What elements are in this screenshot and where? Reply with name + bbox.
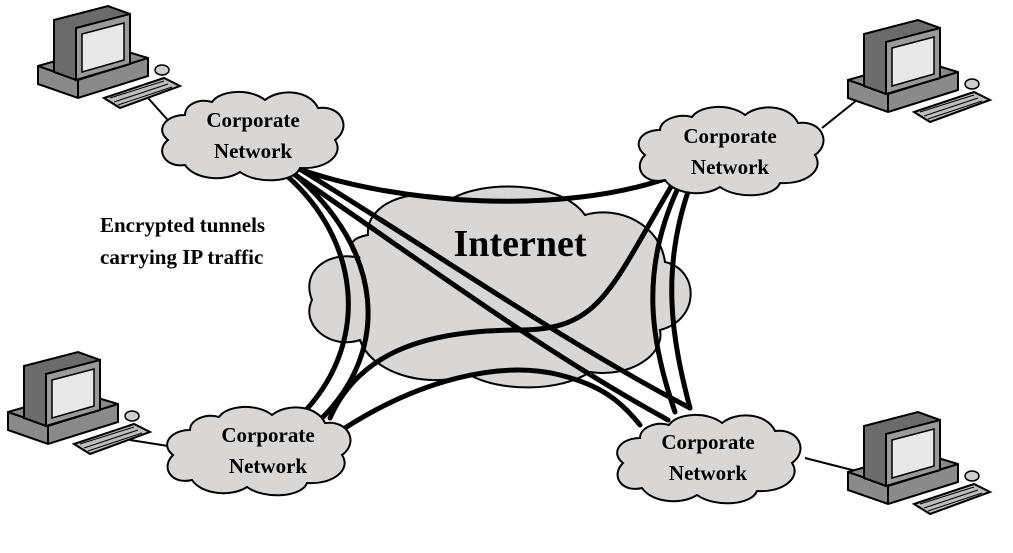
corporate-network-br: Corporate Network (616, 414, 802, 505)
desktop-computer-icon (37, 5, 181, 109)
tunnels (283, 165, 693, 431)
corporate-network-label-line1: Corporate (661, 430, 754, 454)
link-bl (129, 439, 169, 447)
tunnel-tl-bl-a (283, 172, 351, 413)
caption-line2: carrying IP traffic (100, 245, 263, 269)
link-tr (821, 99, 858, 129)
desktop-computer-icon (847, 19, 991, 123)
corporate-network-label-line1: Corporate (221, 423, 314, 447)
tunnel-tl-tr (293, 165, 671, 204)
corporate-network-label-line1: Corporate (206, 108, 299, 132)
tunnel-tr-bl (327, 182, 675, 421)
corporate-network-label-line2: Network (229, 454, 307, 478)
corporate-network-label-line2: Network (214, 139, 292, 163)
corporate-network-bl: Corporate Network (166, 406, 352, 497)
link-br (804, 457, 861, 473)
corporate-network-label-line2: Network (691, 155, 769, 179)
tunnel-tr-br-a (650, 185, 681, 415)
tunnel-tl-br (285, 167, 671, 423)
corporate-network-label-line2: Network (669, 461, 747, 485)
desktop-computer-icon (7, 351, 151, 455)
tunnel-bl-br (342, 367, 643, 431)
internet-label: Internet (454, 223, 587, 265)
corporate-network-tr: Corporate Network (637, 106, 825, 197)
tunnel-tr-br-b (669, 183, 693, 411)
tunnel-tl-br-b (295, 165, 693, 411)
caption-line1: Encrypted tunnels (100, 213, 265, 237)
corporate-network-tl: Corporate Network (161, 91, 345, 182)
desktop-computer-icon (847, 411, 991, 515)
corporate-network-label-line1: Corporate (683, 124, 776, 148)
